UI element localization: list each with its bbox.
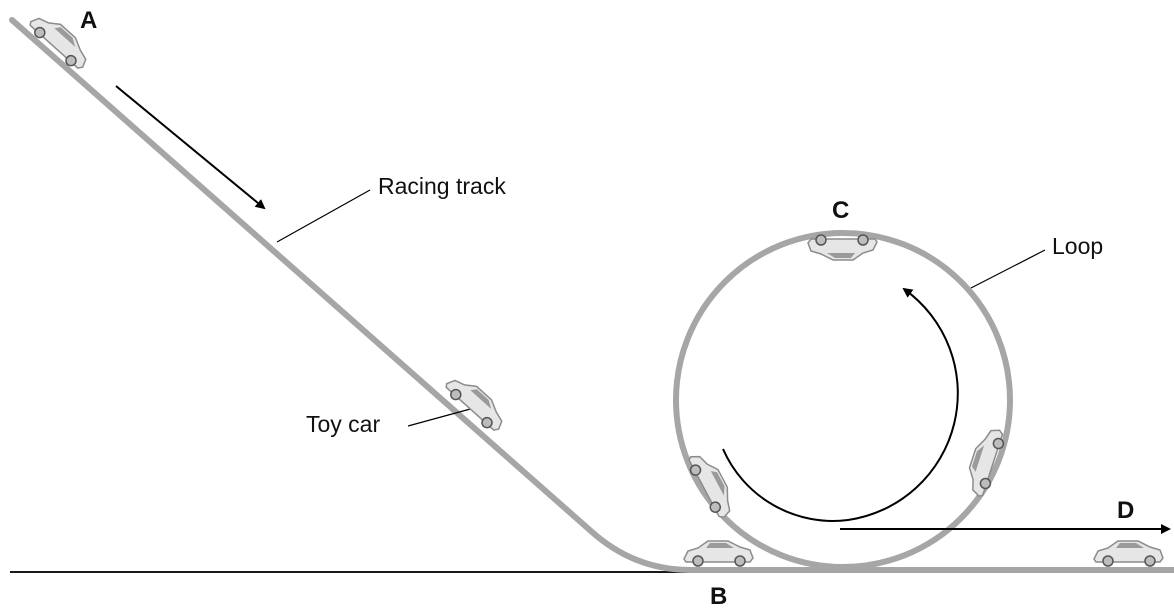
loop-leader bbox=[970, 249, 1046, 289]
point-c-label: C bbox=[832, 197, 849, 224]
racing-track-label: Racing track bbox=[378, 173, 506, 199]
point-b-label: B bbox=[710, 583, 727, 610]
toy-car-on-slope bbox=[441, 369, 511, 436]
loop-direction-arrow bbox=[722, 287, 959, 522]
toy-car-label: Toy car bbox=[306, 411, 380, 437]
toy-car-at-c bbox=[807, 234, 878, 261]
toy-car-at-d bbox=[1093, 540, 1164, 567]
slope-direction-arrow bbox=[115, 85, 266, 210]
loop bbox=[673, 230, 1013, 570]
racing-track-leader bbox=[276, 189, 371, 243]
toy-car-loop-left bbox=[683, 447, 740, 522]
toy-car-at-b bbox=[683, 540, 754, 567]
racing-track bbox=[9, 17, 1174, 573]
toy-car-leader bbox=[407, 407, 475, 427]
point-a-label: A bbox=[80, 7, 97, 34]
loop-label: Loop bbox=[1052, 233, 1103, 259]
point-d-label: D bbox=[1117, 497, 1134, 524]
